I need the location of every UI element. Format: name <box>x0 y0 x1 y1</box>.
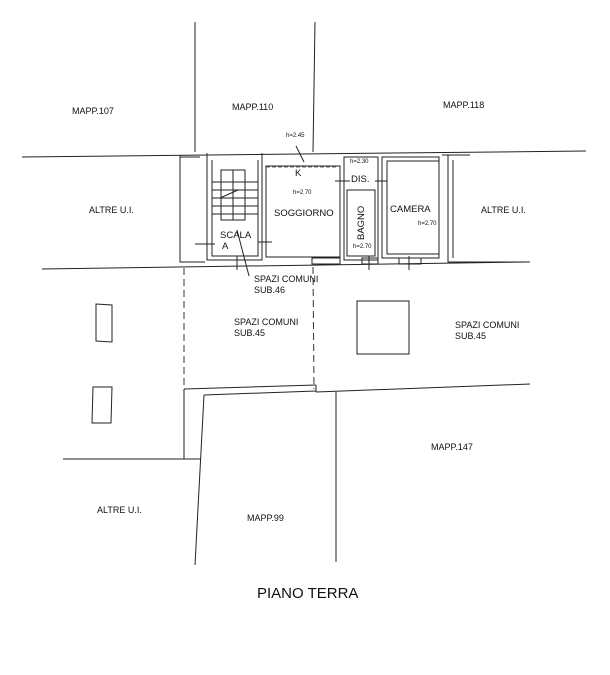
label-altre-ui-left: ALTRE U.I. <box>89 205 134 215</box>
room-k: K <box>295 168 302 179</box>
parcel-boundaries <box>21 21 587 566</box>
room-dis: DIS. <box>351 174 369 185</box>
plan-title: PIANO TERRA <box>257 585 358 602</box>
height-camera: h=2.70 <box>418 221 437 227</box>
stairs <box>212 169 258 221</box>
label-sub-45b: SUB.45 <box>455 331 486 341</box>
label-altre-ui-bottom: ALTRE U.I. <box>97 505 142 515</box>
label-altre-ui-right: ALTRE U.I. <box>481 205 526 215</box>
height-dis: h=2.30 <box>350 159 369 165</box>
label-spazi-comuni-45b: SPAZI COMUNI <box>455 320 519 330</box>
label-sub-46: SUB.46 <box>254 285 285 295</box>
height-k: h=2.45 <box>286 133 305 139</box>
label-mapp-118: MAPP.118 <box>443 100 484 110</box>
height-soggiorno: h=2.70 <box>293 190 312 196</box>
room-bagno: BAGNO <box>356 206 367 240</box>
height-bagno: h=2.70 <box>353 244 372 250</box>
label-spazi-comuni-46: SPAZI COMUNI <box>254 274 318 284</box>
room-camera: CAMERA <box>390 204 431 215</box>
label-mapp-99: MAPP.99 <box>247 513 284 523</box>
label-mapp-147: MAPP.147 <box>431 442 473 452</box>
building-walls <box>179 145 530 277</box>
room-scala-a: A <box>222 241 229 252</box>
label-mapp-110: MAPP.110 <box>232 102 273 112</box>
label-mapp-107: MAPP.107 <box>72 106 114 116</box>
room-scala: SCALA <box>220 230 252 241</box>
label-sub-45a: SUB.45 <box>234 328 265 338</box>
label-spazi-comuni-45a: SPAZI COMUNI <box>234 317 298 327</box>
room-soggiorno: SOGGIORNO <box>274 208 334 219</box>
